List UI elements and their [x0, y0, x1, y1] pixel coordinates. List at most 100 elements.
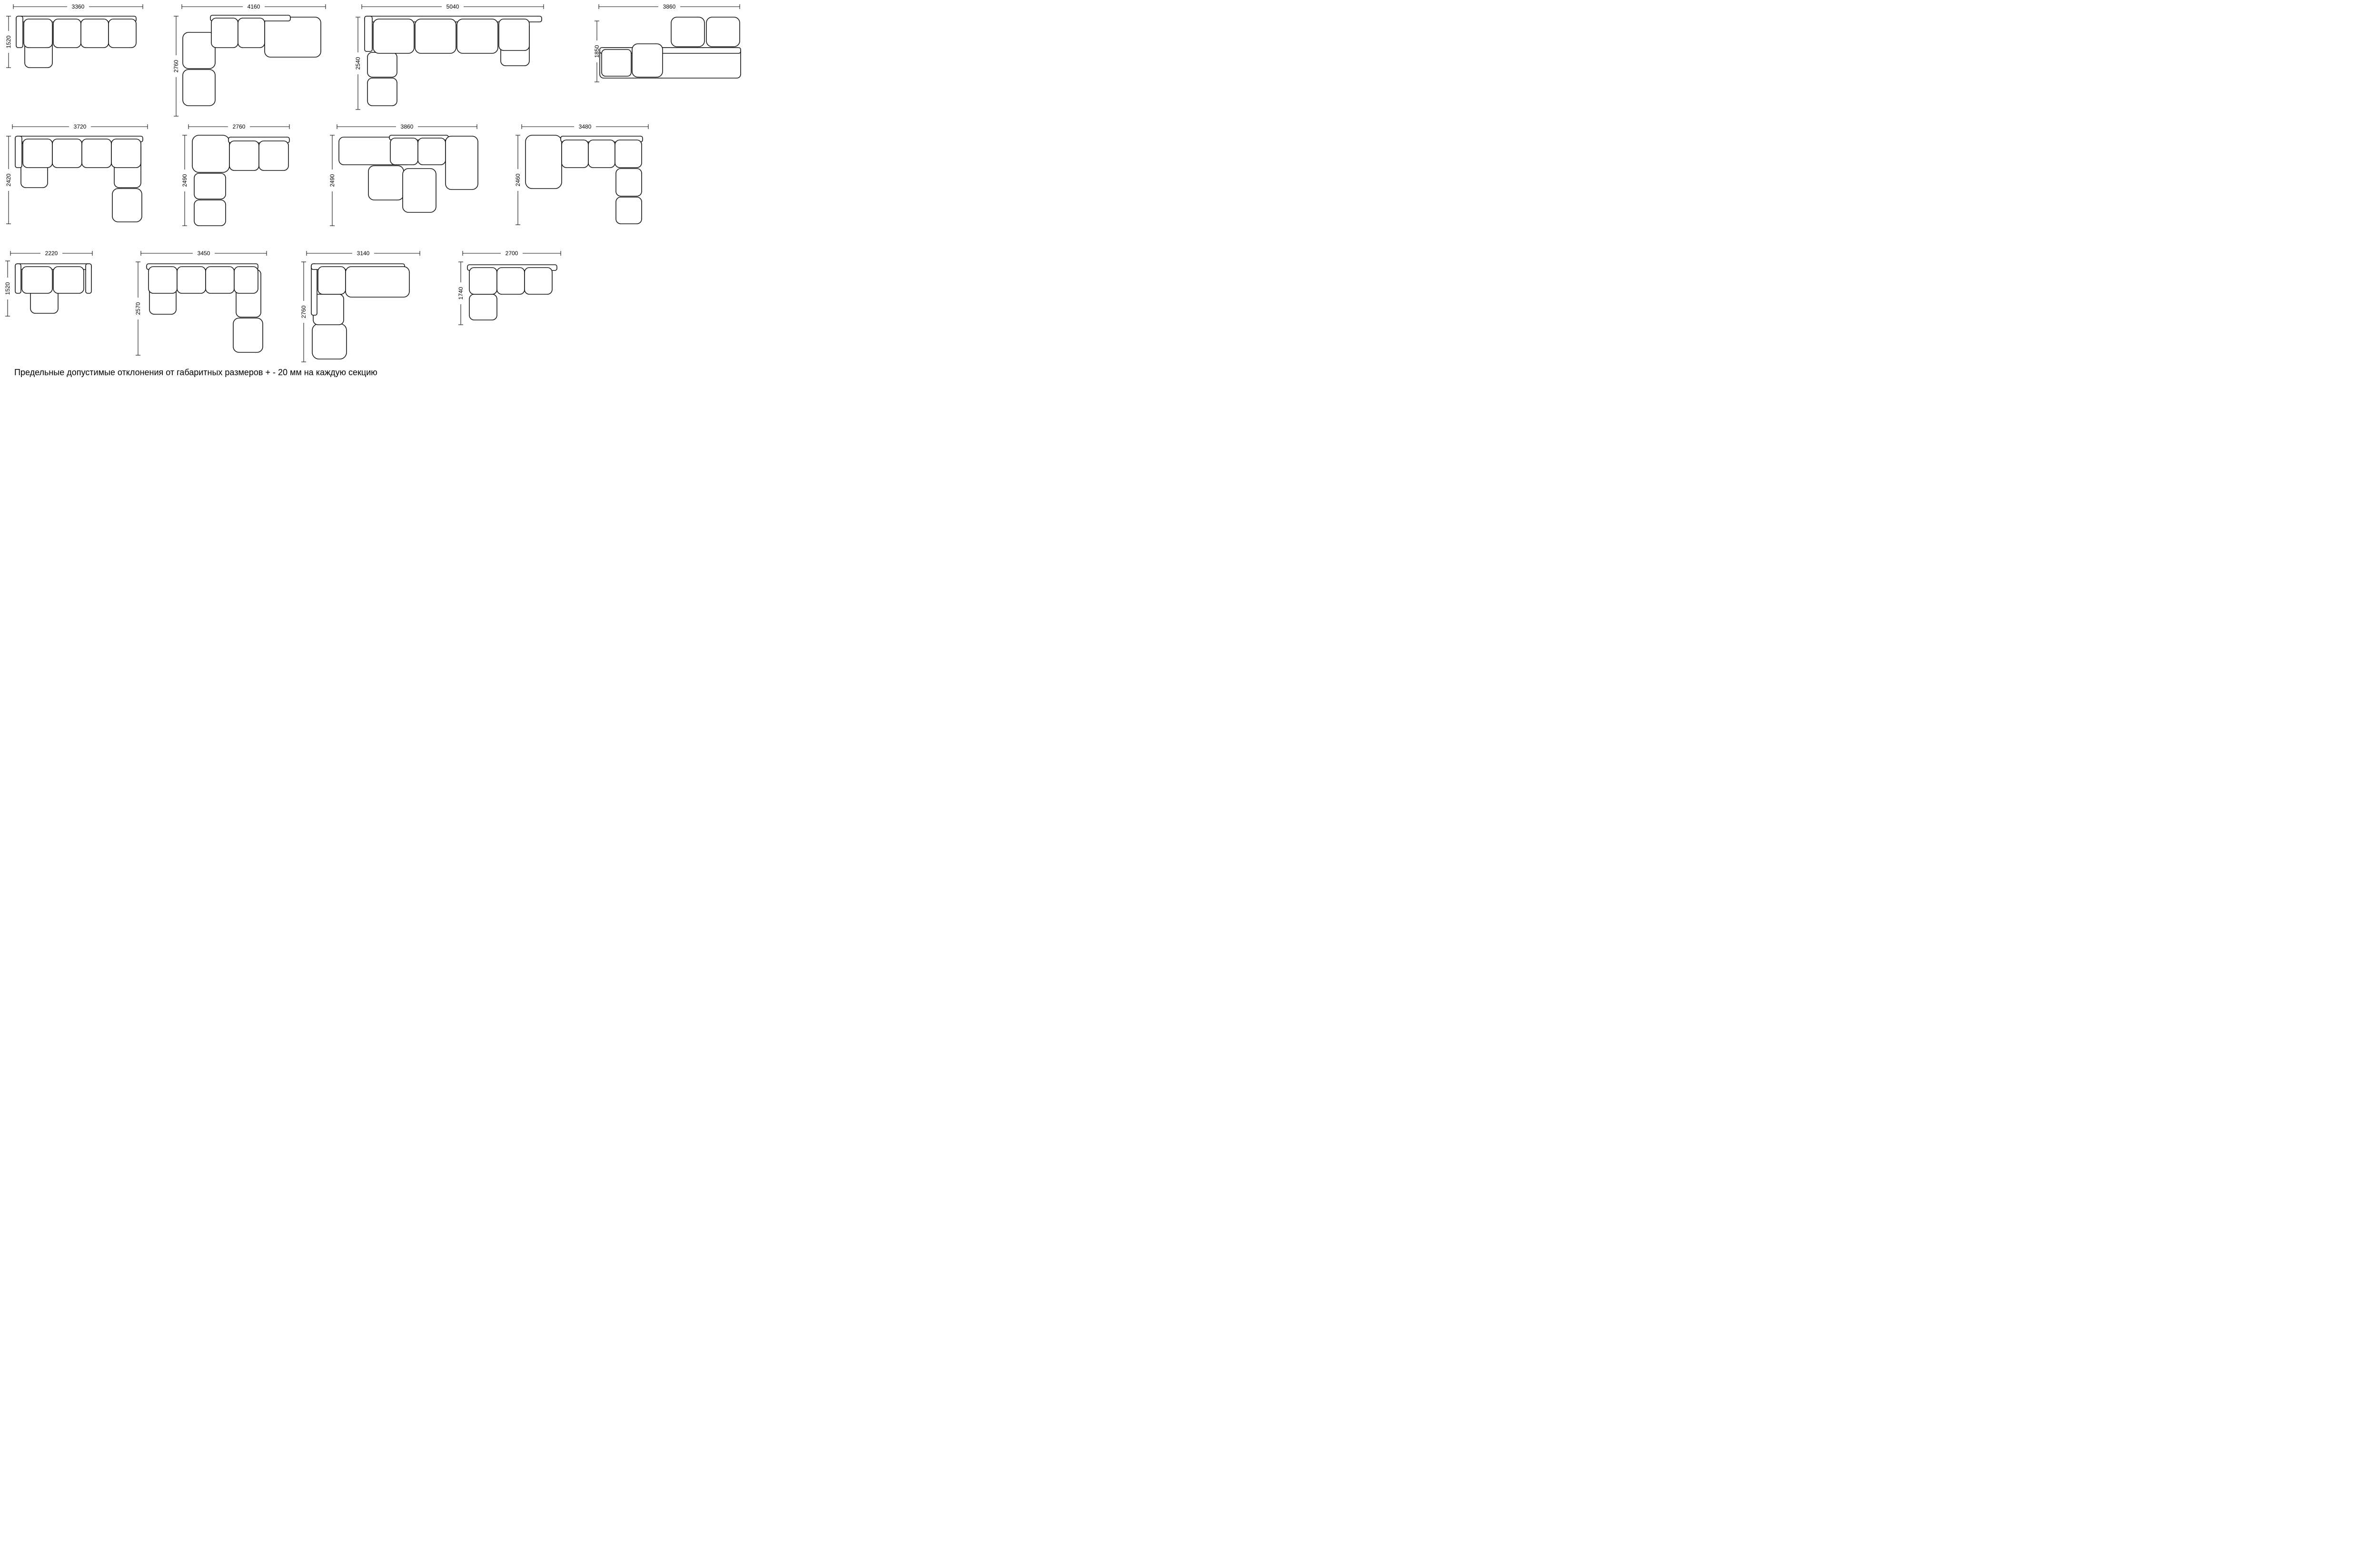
height-dimension-label: 2460: [515, 173, 521, 186]
width-dimension-label: 3140: [357, 250, 370, 257]
height-dimension-label: 1520: [4, 282, 11, 295]
height-dimension-label: 1850: [594, 45, 600, 58]
sofa-module: [312, 323, 347, 359]
sofa-module: [524, 267, 553, 295]
height-dimension-label: 2490: [181, 174, 188, 187]
width-dimension-label: 2700: [506, 250, 518, 257]
top-dimension: 2760: [188, 123, 290, 130]
height-dimension-label: 1740: [457, 287, 464, 299]
sofa-diagram-drawing-5: 3720 2420: [5, 123, 148, 224]
sofa-diagram-7: 3860 2490: [328, 122, 486, 236]
sofa-module: [367, 52, 397, 78]
sofa-module: [194, 173, 226, 200]
width-dimension-label: 4160: [248, 3, 260, 10]
sofa-module: [469, 294, 497, 320]
sofa-module: [182, 69, 216, 106]
sofa-module: [234, 266, 258, 294]
left-dimension: 2420: [5, 136, 12, 224]
sofa-module: [81, 139, 112, 168]
left-dimension: 2540: [355, 17, 361, 110]
sofa-module: [182, 32, 216, 69]
top-dimension: 2700: [462, 250, 561, 257]
width-dimension-label: 3860: [663, 3, 676, 10]
sofa-module: [264, 17, 321, 58]
sofa-module: [229, 140, 259, 171]
width-dimension-label: 3720: [74, 123, 87, 130]
sofa-diagram-drawing-4: 3860 1850: [594, 3, 741, 82]
left-dimension: 2760: [173, 16, 179, 117]
left-dimension: 2570: [135, 261, 141, 356]
top-dimension: 3140: [306, 250, 420, 257]
sofa-module: [192, 135, 230, 173]
sofa-diagram-drawing-7: 3860 2490: [329, 123, 478, 226]
sofa-module: [211, 18, 238, 48]
top-dimension: 4160: [181, 3, 326, 10]
sofa-diagram-drawing-3: 5040 2540: [355, 3, 544, 110]
sofa-module: [313, 294, 344, 325]
sofa-module: [238, 18, 265, 48]
sofa-diagram-3: 5040 2540: [353, 2, 563, 116]
top-dimension: 3860: [337, 123, 477, 130]
top-dimension: 2220: [10, 250, 93, 257]
sofa-diagram-2: 4160 2760: [171, 2, 333, 121]
sofa-module: [21, 266, 53, 294]
height-dimension-label: 1520: [5, 35, 12, 48]
top-dimension: 5040: [361, 3, 544, 10]
sofa-module: [615, 168, 642, 197]
sofa-module: [233, 318, 263, 353]
sofa-diagram-drawing-8: 3480 2460: [515, 123, 649, 225]
left-dimension: 2760: [300, 261, 307, 362]
top-dimension: 3360: [13, 3, 143, 10]
diagram-canvas: Предельные допустимые отклонения от габа…: [0, 0, 754, 387]
sofa-diagram-8: 3480 2460: [514, 122, 657, 236]
sofa-module: [525, 135, 562, 189]
sofa-module: [706, 17, 740, 47]
width-dimension-label: 3480: [579, 123, 592, 130]
sofa-module: [148, 266, 178, 294]
top-dimension: 3480: [521, 123, 649, 130]
top-dimension: 3720: [12, 123, 148, 130]
left-dimension: 2460: [515, 135, 521, 225]
sofa-module: [498, 19, 530, 51]
sofa-diagram-6: 2760 2490: [181, 122, 298, 236]
sofa-module: [53, 266, 84, 294]
sofa-diagram-drawing-1: 3360 1520: [5, 3, 143, 68]
sofa-diagram-drawing-9: 2220 1520: [4, 250, 93, 317]
sofa-diagram-drawing-11: 3140 2760: [300, 250, 420, 362]
sofa-module: [194, 200, 226, 226]
sofa-module: [588, 140, 615, 168]
left-dimension: 1850: [594, 20, 600, 82]
sofa-module: [22, 139, 53, 168]
sofa-module: [368, 165, 404, 200]
sofa-diagram-4: 3860 1850: [592, 2, 749, 88]
sofa-module: [469, 267, 497, 295]
sofa-diagram-5: 3720 2420: [4, 122, 156, 236]
sofa-module: [671, 17, 705, 47]
sofa-diagram-9: 2220 1520: [4, 249, 104, 325]
height-dimension-label: 2570: [135, 302, 141, 315]
sofa-module: [373, 19, 415, 54]
width-dimension-label: 5040: [446, 3, 459, 10]
sofa-module: [496, 267, 525, 295]
sofa-module: [80, 19, 109, 48]
left-dimension: 1520: [5, 16, 12, 68]
height-dimension-label: 2490: [329, 174, 336, 187]
sofa-diagram-1: 3360 1520: [4, 2, 151, 83]
sofa-diagram-drawing-2: 4160 2760: [173, 3, 326, 117]
sofa-module: [345, 266, 410, 298]
sofa-diagram-11: 3140 2760: [300, 249, 424, 368]
sofa-module: [16, 16, 23, 48]
sofa-diagram-12: 2700 1740: [457, 249, 571, 329]
sofa-module: [615, 140, 642, 168]
left-dimension: 2490: [329, 135, 336, 226]
sofa-module: [317, 266, 346, 295]
sofa-module: [311, 263, 317, 316]
sofa-module: [402, 168, 436, 213]
sofa-module: [632, 43, 663, 78]
sofa-module: [456, 19, 498, 54]
sofa-module: [367, 78, 397, 106]
left-dimension: 1520: [4, 260, 11, 317]
sofa-module: [445, 136, 478, 190]
sofa-module: [417, 138, 446, 165]
